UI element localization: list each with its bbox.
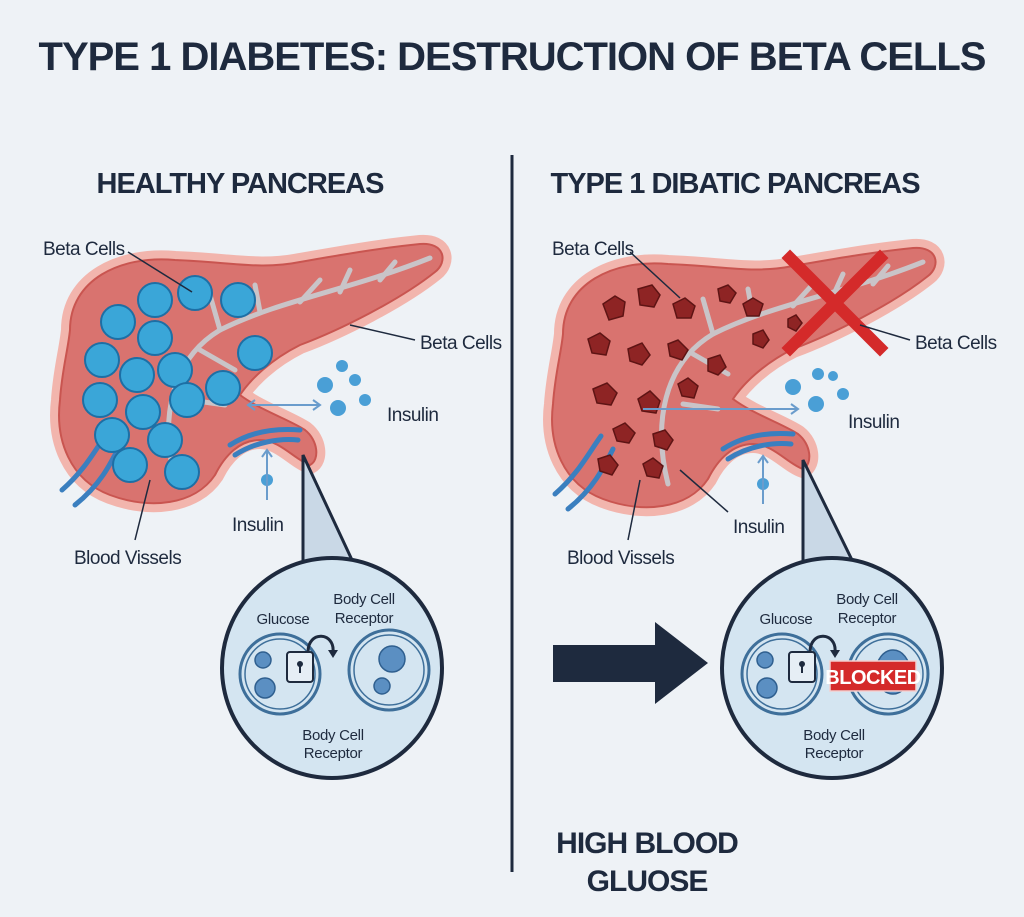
receptor-label: Body Cell [836, 591, 898, 608]
receptor-label: Receptor [838, 610, 897, 627]
beta-cells [82, 275, 273, 490]
healthy-panel: HEALTHY PANCREAS Beta Cells Be [43, 168, 502, 780]
diabetic-callout: BLOCKED Glucose Body Cell Receptor Body … [720, 459, 944, 780]
healthy-pancreas [59, 244, 442, 505]
arrow-right-icon [553, 622, 708, 704]
receptor-label: Body Cell [803, 727, 865, 744]
label-beta-cells-2: Beta Cells [420, 333, 502, 354]
main-title: TYPE 1 DIABETES: DESTRUCTION OF BETA CEL… [39, 35, 986, 79]
x-mark-icon [781, 249, 889, 357]
healthy-callout: Glucose Body Cell Receptor Body Cell Rec… [220, 454, 444, 780]
diabetic-panel: TYPE 1 DIBATIC PANCREAS [550, 168, 997, 898]
blocked-badge [829, 660, 917, 692]
receptor-label: Receptor [335, 610, 394, 627]
blocked-text: BLOCKED [825, 667, 920, 689]
receptor-label: Body Cell [333, 591, 395, 608]
destroyed-beta-cells [587, 284, 803, 479]
glucose-label: Glucose [760, 611, 813, 628]
label-blood-vessels: Blood Vissels [74, 548, 181, 569]
glucose-label: Glucose [257, 611, 310, 628]
diabetic-pancreas [552, 248, 935, 509]
receptor-label: Receptor [805, 745, 864, 762]
label-insulin: Insulin [387, 405, 438, 426]
high-blood-glucose-line2: GLUOSE [587, 865, 708, 898]
label-blood-vessels: Blood Vissels [567, 548, 674, 569]
label-beta-cells-2: Beta Cells [915, 333, 997, 354]
receptor-label: Receptor [304, 745, 363, 762]
high-blood-glucose-line1: HIGH BLOOD [556, 827, 738, 860]
receptor-label: Body Cell [302, 727, 364, 744]
label-beta-cells: Beta Cells [552, 239, 634, 260]
healthy-heading: HEALTHY PANCREAS [97, 168, 385, 200]
label-beta-cells: Beta Cells [43, 239, 125, 260]
diabetic-heading: TYPE 1 DIBATIC PANCREAS [550, 168, 920, 200]
label-insulin-2: Insulin [733, 517, 784, 538]
label-insulin: Insulin [848, 412, 899, 433]
label-insulin-2: Insulin [232, 515, 283, 536]
